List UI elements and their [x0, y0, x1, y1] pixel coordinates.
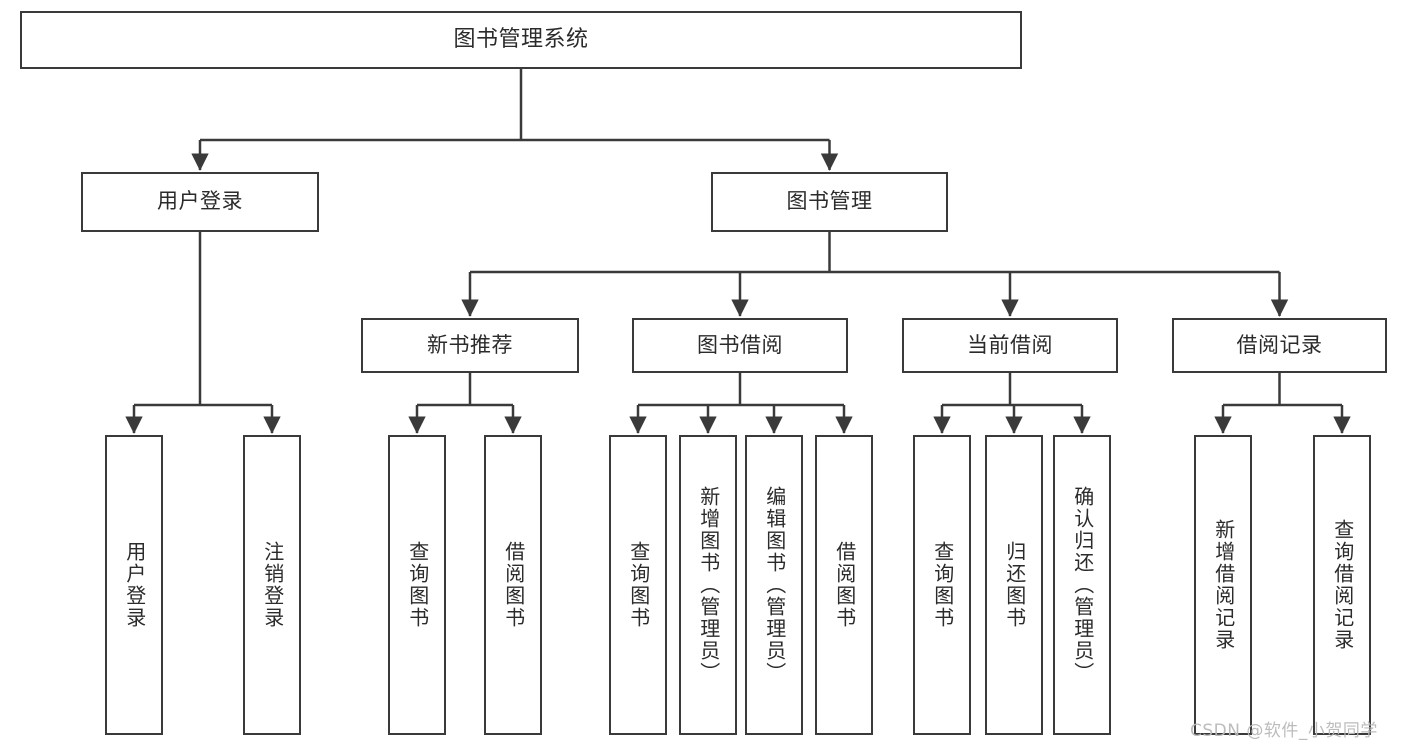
node-leaf-add-record-label: 新增借阅记录 [1211, 519, 1236, 651]
node-book-manage[interactable]: 图书管理 [711, 172, 948, 232]
node-leaf-borrow-book-1[interactable]: 借阅图书 [484, 435, 542, 735]
node-leaf-borrow-book-1-label: 借阅图书 [501, 541, 526, 629]
node-leaf-return-book-label: 归还图书 [1002, 541, 1027, 629]
node-borrow-record[interactable]: 借阅记录 [1172, 318, 1387, 373]
node-user-login-label: 用户登录 [157, 189, 243, 214]
node-leaf-query-book-2-label: 查询图书 [626, 541, 651, 629]
node-leaf-query-book-3-label: 查询图书 [930, 541, 955, 629]
node-user-login[interactable]: 用户登录 [81, 172, 319, 232]
node-leaf-return-book[interactable]: 归还图书 [985, 435, 1043, 735]
node-book-borrow-label: 图书借阅 [697, 332, 783, 357]
node-leaf-query-record[interactable]: 查询借阅记录 [1313, 435, 1371, 735]
node-leaf-edit-book-label: 编辑图书（管理员） [762, 486, 787, 684]
node-leaf-confirm-return-label: 确认归还（管理员） [1070, 486, 1095, 684]
node-leaf-query-book-2[interactable]: 查询图书 [609, 435, 667, 735]
node-root-label: 图书管理系统 [453, 26, 589, 52]
node-leaf-edit-book[interactable]: 编辑图书（管理员） [745, 435, 803, 735]
node-leaf-borrow-book-2-label: 借阅图书 [832, 541, 857, 629]
node-book-manage-label: 图书管理 [786, 189, 873, 214]
node-leaf-confirm-return[interactable]: 确认归还（管理员） [1053, 435, 1111, 735]
node-leaf-user-logout-label: 注销登录 [260, 541, 285, 629]
node-book-borrow[interactable]: 图书借阅 [632, 318, 848, 373]
node-leaf-query-book-3[interactable]: 查询图书 [913, 435, 971, 735]
node-borrow-record-label: 借阅记录 [1236, 332, 1323, 357]
node-new-book-recommend-label: 新书推荐 [427, 332, 513, 357]
node-root[interactable]: 图书管理系统 [20, 11, 1022, 69]
node-leaf-query-record-label: 查询借阅记录 [1330, 519, 1355, 651]
watermark: CSDN @软件_小贺同学 [1190, 721, 1378, 741]
node-current-borrow[interactable]: 当前借阅 [902, 318, 1118, 373]
node-leaf-add-book-label: 新增图书（管理员） [696, 486, 721, 684]
node-leaf-query-book-1-label: 查询图书 [405, 541, 430, 629]
node-leaf-user-login-label: 用户登录 [122, 541, 147, 629]
node-leaf-add-book[interactable]: 新增图书（管理员） [679, 435, 737, 735]
node-new-book-recommend[interactable]: 新书推荐 [361, 318, 579, 373]
node-leaf-user-login[interactable]: 用户登录 [105, 435, 163, 735]
node-leaf-borrow-book-2[interactable]: 借阅图书 [815, 435, 873, 735]
node-leaf-add-record[interactable]: 新增借阅记录 [1194, 435, 1252, 735]
node-leaf-user-logout[interactable]: 注销登录 [243, 435, 301, 735]
node-leaf-query-book-1[interactable]: 查询图书 [388, 435, 446, 735]
node-current-borrow-label: 当前借阅 [967, 332, 1053, 357]
